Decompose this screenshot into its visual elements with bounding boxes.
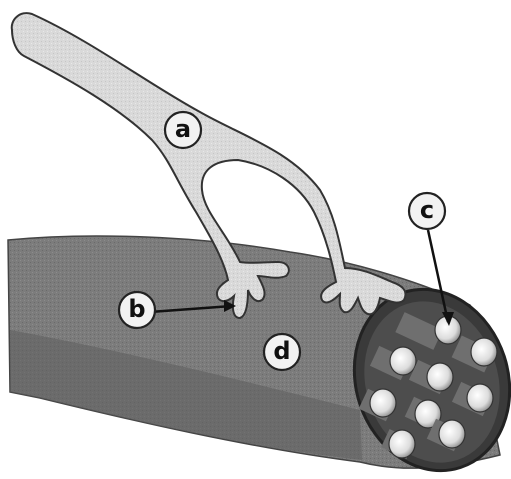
- label-d-text: d: [273, 337, 290, 365]
- label-c-text: c: [420, 196, 434, 224]
- label-b-text: b: [128, 295, 145, 323]
- label-d: d: [264, 334, 300, 370]
- label-b: b: [119, 292, 155, 328]
- label-a: a: [165, 112, 201, 148]
- label-a-text: a: [175, 115, 191, 143]
- label-c: c: [409, 193, 445, 229]
